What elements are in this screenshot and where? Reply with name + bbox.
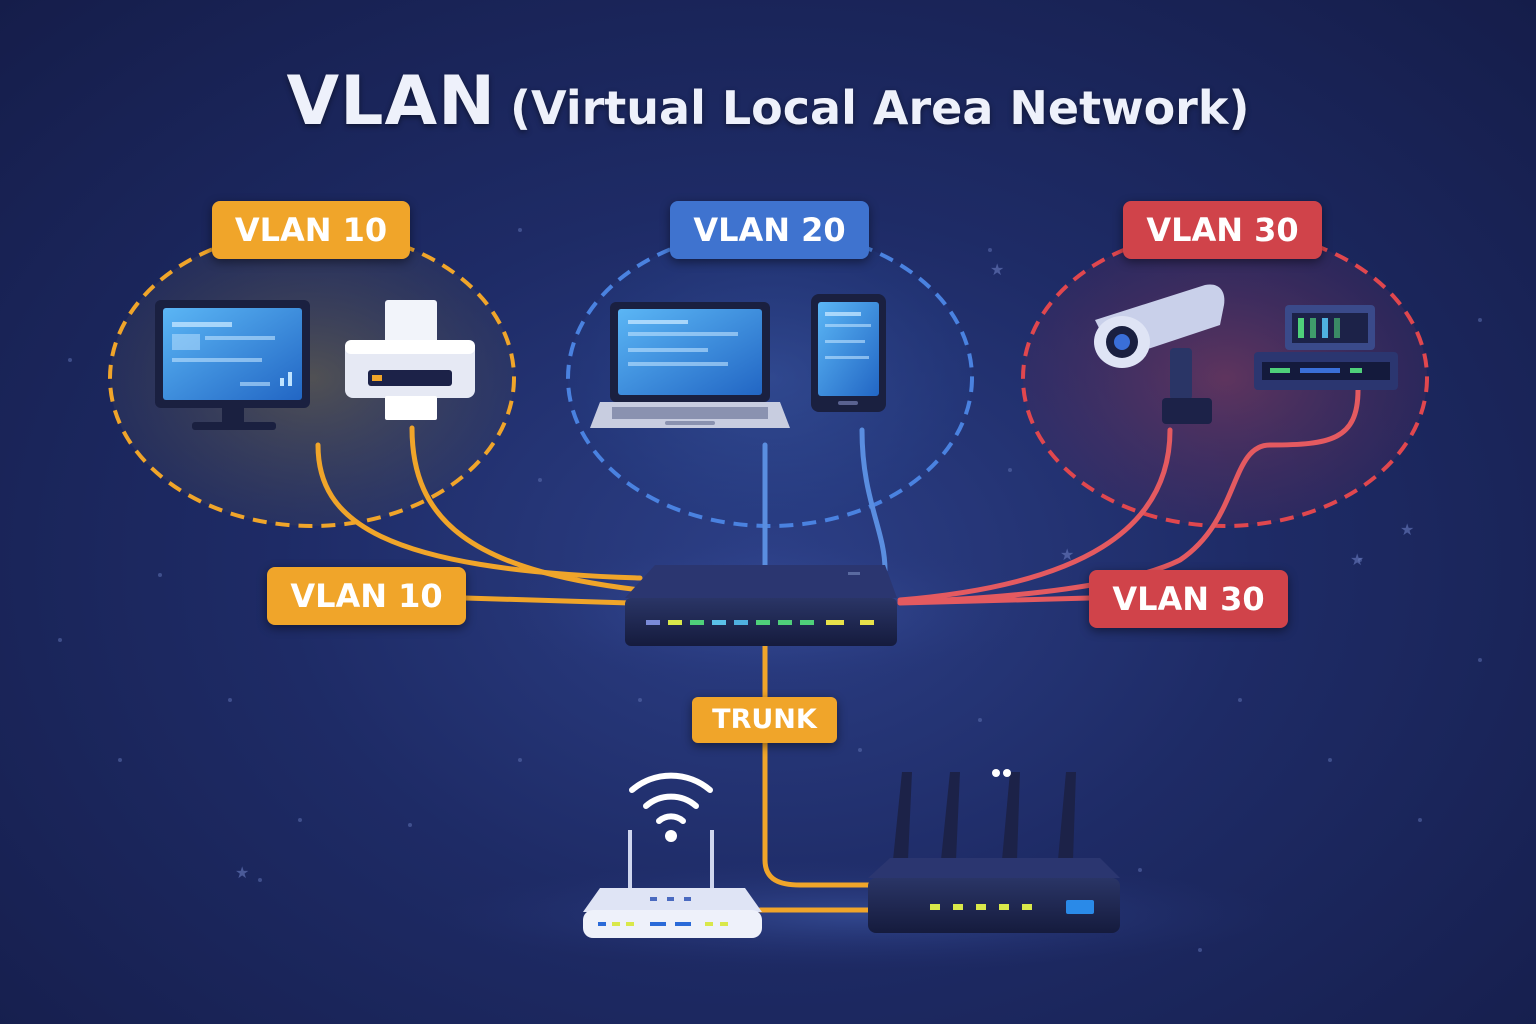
laptop-icon xyxy=(590,302,790,428)
network-switch-icon xyxy=(625,565,897,646)
background-stars: ★ ★ ★ ★ ★ xyxy=(235,260,1414,882)
router-icon xyxy=(868,769,1120,933)
svg-text:★: ★ xyxy=(1350,550,1364,569)
printer-icon xyxy=(345,300,475,420)
tablet-cable xyxy=(859,427,888,573)
server-cable xyxy=(897,387,1361,605)
vlan30-cable xyxy=(897,595,1093,606)
router-glow xyxy=(440,860,1280,970)
vlan20-group-label: VLAN 20 xyxy=(670,201,869,259)
cables xyxy=(315,387,1361,913)
svg-text:★: ★ xyxy=(1060,545,1074,564)
server-rack-icon xyxy=(1254,305,1398,390)
svg-text:★: ★ xyxy=(990,260,1004,279)
page-title: VLAN(Virtual Local Area Network) xyxy=(0,62,1536,141)
desktop-monitor-icon xyxy=(155,300,310,430)
security-camera-icon xyxy=(1094,284,1225,424)
vlan30-link-label: VLAN 30 xyxy=(1089,570,1288,628)
vlan30-group-label: VLAN 30 xyxy=(1123,201,1322,259)
printer-cable xyxy=(409,425,643,593)
title-main: VLAN xyxy=(286,62,497,141)
background-speckles xyxy=(58,228,1482,952)
svg-text:★: ★ xyxy=(235,863,249,882)
svg-text:★: ★ xyxy=(1400,520,1414,539)
trunk-label: TRUNK xyxy=(692,697,837,743)
title-subtitle: (Virtual Local Area Network) xyxy=(510,81,1250,135)
vlan10-link-label: VLAN 10 xyxy=(267,567,466,625)
tablet-icon xyxy=(811,294,886,412)
camera-cable xyxy=(897,427,1173,603)
wifi-access-point-icon xyxy=(583,772,762,938)
vlan10-group-label: VLAN 10 xyxy=(212,201,410,259)
vlan10-cable xyxy=(462,595,633,606)
trunk-cable xyxy=(762,642,873,888)
